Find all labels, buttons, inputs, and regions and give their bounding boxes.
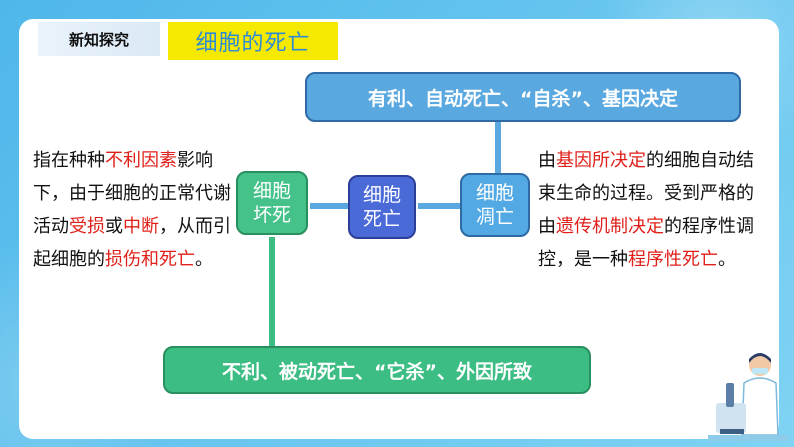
definition-text: 的程序性调控，是一种	[538, 216, 754, 270]
favorable-death-box: 有利、自动死亡、“自杀”、基因决定	[305, 72, 741, 122]
definition-text: 或	[105, 216, 123, 237]
apoptosis-line-1: 细胞	[475, 182, 514, 204]
definition-text: ，从而引起细胞的	[33, 216, 231, 270]
slide-title: 细胞的死亡	[168, 22, 338, 60]
definition-text: 。	[718, 249, 736, 270]
definition-text: 。	[195, 249, 213, 270]
highlighted-term: 基因所决定	[556, 150, 646, 171]
definition-text: 由	[538, 150, 556, 171]
highlighted-term: 中断	[123, 216, 159, 237]
necrosis-node: 细胞坏死	[236, 171, 308, 235]
highlighted-term: 不利因素	[105, 150, 177, 171]
section-tag: 新知探究	[38, 22, 160, 56]
definition-text: 的细胞自动结束生命的过程。受到严格的由	[538, 150, 754, 237]
necrosis-definition: 指在种种不利因素影响下，由于细胞的正常代谢活动受损或中断，从而引起细胞的损伤和死…	[33, 144, 233, 276]
cell-death-node: 细胞死亡	[348, 175, 416, 239]
apoptosis-definition: 由基因所决定的细胞自动结束生命的过程。受到严格的由遗传机制决定的程序性调控，是一…	[538, 144, 758, 276]
necrosis-line-2: 坏死	[252, 204, 291, 226]
definition-text: 影响下，由于细胞的正常代谢活动	[33, 150, 231, 237]
death-line-2: 死亡	[362, 208, 401, 230]
apoptosis-line-2: 凋亡	[475, 206, 514, 228]
necrosis-line-1: 细胞	[252, 180, 291, 202]
apoptosis-node: 细胞凋亡	[460, 173, 530, 237]
highlighted-term: 损伤和死亡	[105, 249, 195, 270]
highlighted-term: 受损	[69, 216, 105, 237]
scientist-with-microscope-icon	[708, 353, 788, 441]
death-line-1: 细胞	[362, 184, 401, 206]
highlighted-term: 程序性死亡	[628, 249, 718, 270]
unfavorable-death-box: 不利、被动死亡、“它杀”、外因所致	[163, 346, 591, 394]
highlighted-term: 遗传机制决定	[556, 216, 664, 237]
definition-text: 指在种种	[33, 150, 105, 171]
